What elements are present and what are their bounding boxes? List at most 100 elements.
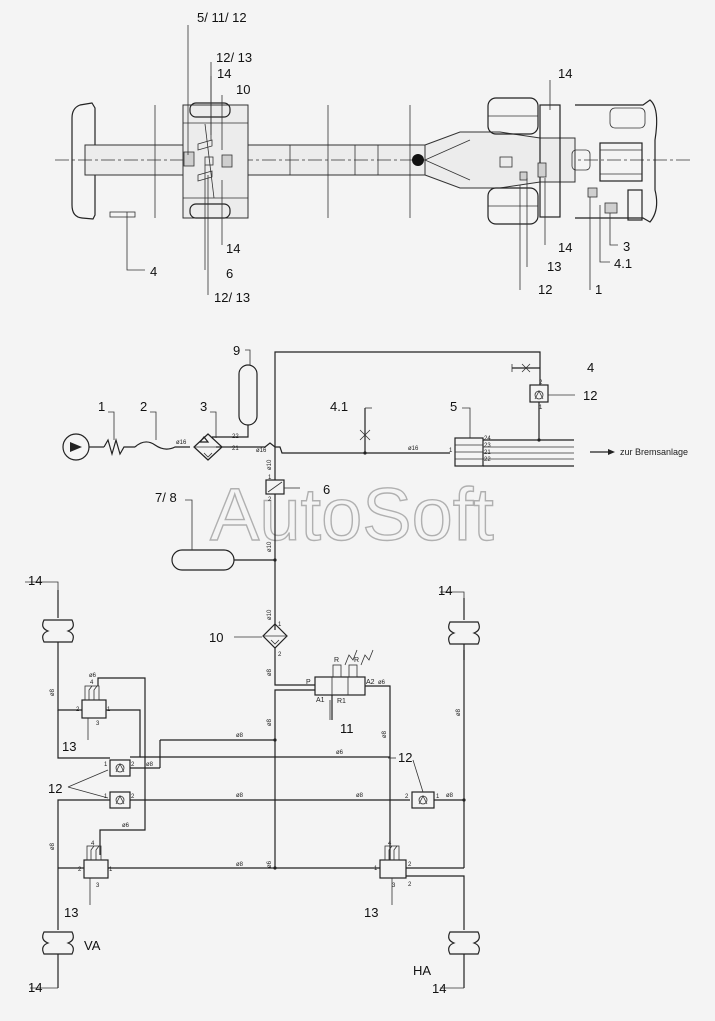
air-spring-14-right-bottom bbox=[448, 931, 480, 988]
schem-label-14-right-bottom: 14 bbox=[432, 981, 446, 996]
check-valve-12-left-lower bbox=[109, 791, 131, 809]
label-10: 10 bbox=[236, 82, 250, 97]
air-spring-14-right-top bbox=[448, 598, 480, 660]
schematic-leader-lines bbox=[25, 349, 575, 989]
svg-text:1: 1 bbox=[268, 475, 272, 481]
svg-text:ø8: ø8 bbox=[236, 733, 244, 739]
svg-text:ø16: ø16 bbox=[256, 448, 267, 454]
svg-text:ø16: ø16 bbox=[176, 440, 187, 446]
schem-label-5: 5 bbox=[450, 399, 457, 414]
pipe-diameter-labels: ø16 ø16 ø16 ø10 ø10 ø10 ø8 ø8 ø8 ø8 ø8 ø… bbox=[50, 440, 462, 868]
svg-text:4: 4 bbox=[91, 841, 95, 847]
label-12: 12 bbox=[538, 282, 552, 297]
hose-2 bbox=[134, 441, 190, 450]
pneumatic-schematic: 22 21 2 1 bbox=[25, 343, 688, 996]
schem-label-7-8: 7/ 8 bbox=[155, 490, 177, 505]
svg-text:4: 4 bbox=[90, 680, 94, 686]
schem-label-13-left-top: 13 bbox=[62, 739, 76, 754]
label-14-a: 14 bbox=[217, 66, 231, 81]
svg-text:2: 2 bbox=[78, 867, 82, 873]
svg-text:1: 1 bbox=[104, 794, 108, 800]
svg-text:ø10: ø10 bbox=[267, 541, 273, 552]
svg-text:1: 1 bbox=[104, 762, 108, 768]
svg-text:1: 1 bbox=[539, 405, 543, 411]
compressor-symbol bbox=[62, 433, 104, 461]
svg-text:A1: A1 bbox=[316, 697, 325, 704]
svg-text:24: 24 bbox=[484, 436, 491, 442]
svg-text:R: R bbox=[334, 657, 339, 664]
svg-text:ø8: ø8 bbox=[236, 793, 244, 799]
svg-text:2: 2 bbox=[405, 794, 409, 800]
svg-text:2: 2 bbox=[408, 862, 412, 868]
flexible-hose-1 bbox=[103, 437, 135, 457]
chassis-leader-lines bbox=[126, 25, 618, 295]
svg-text:3: 3 bbox=[96, 721, 100, 727]
schem-label-13-left-bottom: 13 bbox=[64, 905, 78, 920]
svg-text:ø16: ø16 bbox=[408, 446, 419, 452]
schem-label-12-left: 12 bbox=[48, 781, 62, 796]
label-3: 3 bbox=[623, 239, 630, 254]
schem-label-12-right: 12 bbox=[398, 750, 412, 765]
air-spring-14-left-top bbox=[42, 590, 74, 660]
dryer-port-21: 21 bbox=[232, 446, 239, 452]
schem-label-13-right: 13 bbox=[364, 905, 378, 920]
svg-text:1: 1 bbox=[449, 448, 453, 454]
svg-text:P: P bbox=[306, 679, 311, 686]
svg-text:ø6: ø6 bbox=[122, 823, 130, 829]
svg-text:ø8: ø8 bbox=[267, 668, 273, 676]
svg-text:ø8: ø8 bbox=[446, 793, 454, 799]
label-zur-bremsanlage: zur Bremsanlage bbox=[620, 447, 688, 457]
svg-text:22: 22 bbox=[484, 457, 491, 463]
svg-text:ø8: ø8 bbox=[236, 862, 244, 868]
schem-label-9: 9 bbox=[233, 343, 240, 358]
schem-label-14-left-bottom: 14 bbox=[28, 980, 42, 995]
schem-label-6: 6 bbox=[323, 482, 330, 497]
schem-label-12-top: 12 bbox=[583, 388, 597, 403]
svg-text:ø6: ø6 bbox=[378, 680, 386, 686]
svg-text:R: R bbox=[354, 657, 359, 664]
svg-text:1: 1 bbox=[107, 707, 111, 713]
svg-text:1: 1 bbox=[109, 867, 113, 873]
label-4-1: 4.1 bbox=[614, 256, 632, 271]
reservoir-9 bbox=[238, 364, 258, 426]
check-valve-12-left-upper bbox=[109, 759, 131, 777]
control-valve-11 bbox=[314, 649, 374, 696]
svg-text:ø6: ø6 bbox=[267, 860, 273, 868]
svg-text:ø8: ø8 bbox=[50, 842, 56, 850]
svg-text:3: 3 bbox=[392, 883, 396, 889]
schem-label-11: 11 bbox=[340, 721, 354, 736]
schem-label-10: 10 bbox=[209, 630, 223, 645]
schem-label-ha: HA bbox=[413, 963, 431, 978]
svg-text:ø8: ø8 bbox=[456, 708, 462, 716]
svg-text:2: 2 bbox=[268, 497, 272, 503]
rear-bumper-outline bbox=[71, 102, 96, 220]
check-valve-12-right bbox=[411, 791, 435, 809]
level-valve-13-top-left bbox=[81, 685, 107, 719]
level-valve-13-bottom-left bbox=[83, 845, 109, 879]
svg-text:2: 2 bbox=[131, 762, 135, 768]
svg-text:ø8: ø8 bbox=[382, 730, 388, 738]
svg-text:2: 2 bbox=[278, 652, 282, 658]
level-valve-13-right bbox=[379, 845, 407, 879]
label-5-11-12: 5/ 11/ 12 bbox=[197, 10, 247, 25]
svg-text:ø8: ø8 bbox=[267, 718, 273, 726]
svg-text:2: 2 bbox=[131, 794, 135, 800]
svg-text:ø6: ø6 bbox=[89, 673, 97, 679]
watermark-text: AutoSoft bbox=[210, 473, 494, 556]
svg-text:ø8: ø8 bbox=[50, 688, 56, 696]
schem-label-va: VA bbox=[84, 938, 101, 953]
svg-text:ø10: ø10 bbox=[267, 459, 273, 470]
reservoir-5-manifold bbox=[454, 437, 574, 467]
svg-text:1: 1 bbox=[436, 794, 440, 800]
schem-label-3: 3 bbox=[200, 399, 207, 414]
svg-text:ø10: ø10 bbox=[267, 609, 273, 620]
schem-label-2: 2 bbox=[140, 399, 147, 414]
svg-text:3: 3 bbox=[96, 883, 100, 889]
svg-text:2: 2 bbox=[539, 380, 543, 386]
check-valve-12-top bbox=[529, 384, 549, 403]
svg-text:ø8: ø8 bbox=[146, 762, 154, 768]
schem-label-1: 1 bbox=[98, 399, 105, 414]
chassis-plan-view: 5/ 11/ 12 12/ 13 14 10 14 4 6 12/ 13 14 … bbox=[55, 10, 690, 305]
svg-text:1: 1 bbox=[374, 866, 378, 872]
